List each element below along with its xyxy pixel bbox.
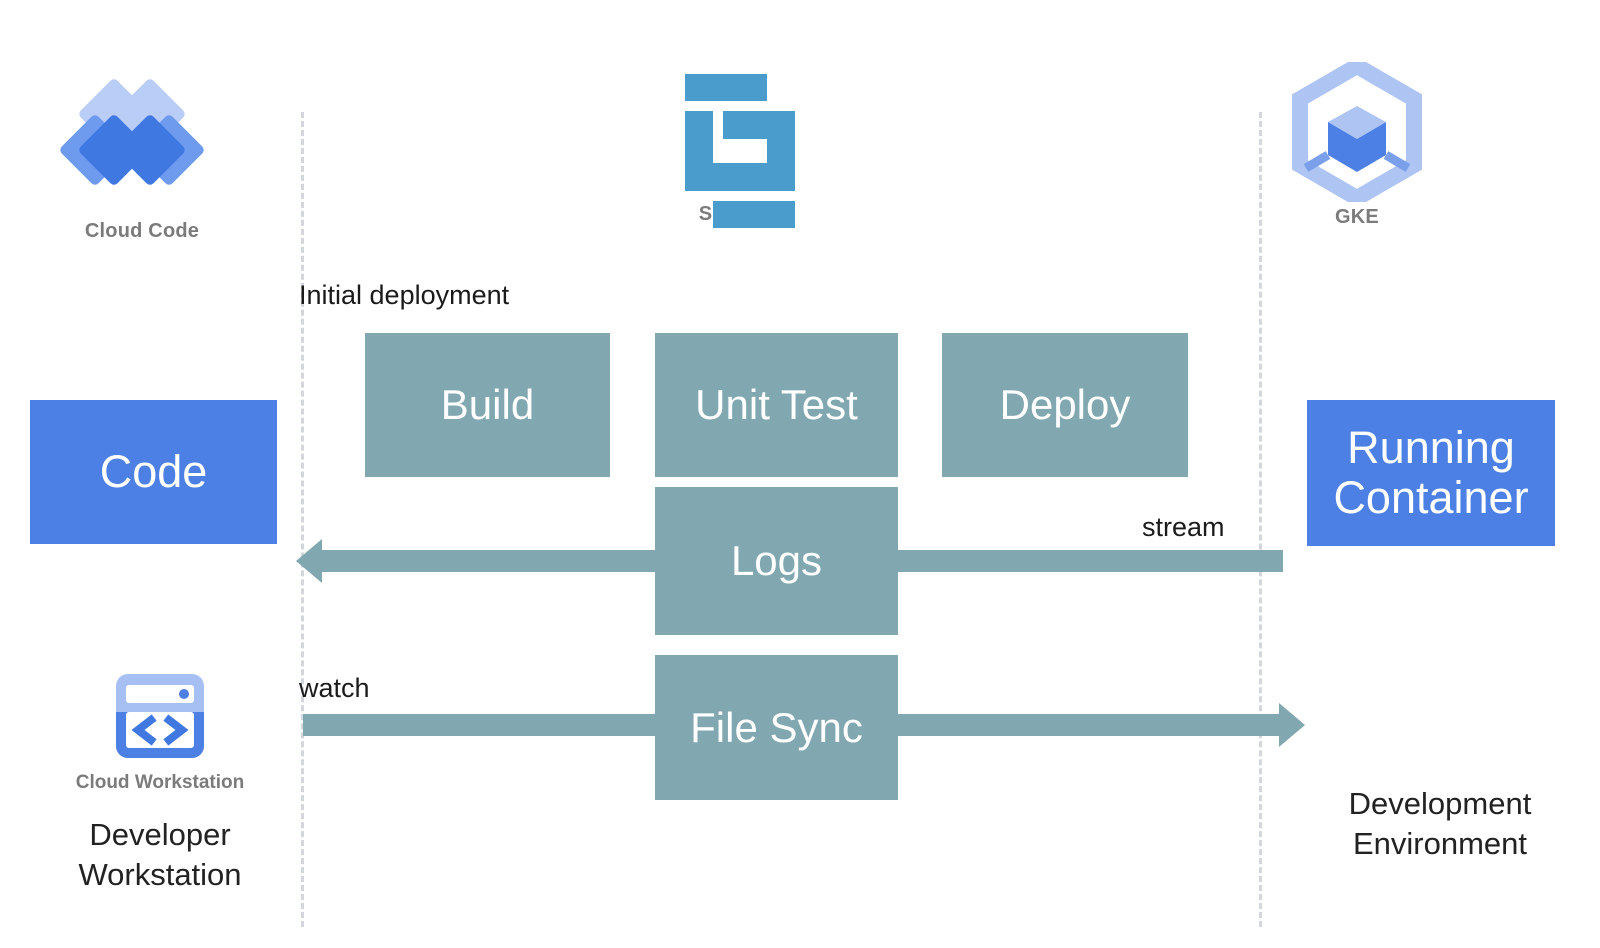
running-container-label: Running Container: [1333, 421, 1529, 523]
gke-caption: GKE: [1335, 206, 1379, 228]
skaffold-icon: [679, 70, 799, 228]
file-sync-box: File Sync: [655, 655, 898, 800]
cloud-code-logo-block: Cloud Code: [58, 77, 217, 243]
logs-box: Logs: [655, 487, 898, 635]
build-box: Build: [365, 333, 610, 477]
cloud-code-caption: Cloud Code: [84, 220, 200, 242]
running-container-box: Running Container: [1307, 400, 1555, 546]
cloud-code-icon: [58, 77, 217, 200]
cloud-workstation-icon: [110, 668, 210, 768]
cloud-workstation-logo-block: [110, 668, 210, 768]
environment-boundary-line: [1259, 112, 1262, 927]
watch-label: watch: [299, 673, 370, 703]
skaffold-logo-block: Skaffold: [679, 70, 799, 228]
developer-workstation-zone-label: Developer Workstation: [78, 817, 242, 892]
stream-label: stream: [1142, 512, 1225, 542]
file-sync-arrow-head-icon: [1279, 703, 1305, 747]
stream-arrow-head-icon: [296, 539, 322, 583]
gke-logo-block: GKE: [1292, 56, 1422, 229]
unit-test-box: Unit Test: [655, 333, 898, 477]
code-box: Code: [30, 400, 277, 544]
deploy-box: Deploy: [942, 333, 1188, 477]
cloud-workstation-caption: Cloud Workstation: [75, 772, 245, 793]
development-environment-zone-label: Development Environment: [1348, 786, 1532, 861]
gke-icon: [1292, 56, 1422, 208]
initial-deployment-label: Initial deployment: [299, 280, 510, 310]
workstation-boundary-line: [301, 112, 304, 927]
